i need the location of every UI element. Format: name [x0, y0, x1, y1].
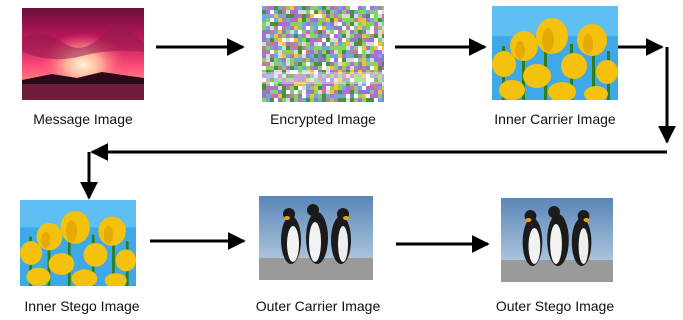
outer-stego-image-caption: Outer Stego Image	[495, 298, 615, 314]
inner-stego-image	[20, 200, 136, 286]
inner-carrier-image-caption: Inner Carrier Image	[494, 111, 616, 127]
outer-carrier-image-caption: Outer Carrier Image	[255, 298, 381, 314]
encrypted-image	[262, 6, 384, 102]
outer-stego-image	[501, 198, 613, 282]
encrypted-image-caption: Encrypted Image	[270, 111, 376, 127]
message-image-caption: Message Image	[33, 111, 133, 127]
inner-stego-image-caption: Inner Stego Image	[24, 298, 140, 314]
message-image	[22, 8, 144, 100]
outer-carrier-image	[259, 196, 373, 280]
inner-carrier-image	[492, 6, 618, 100]
